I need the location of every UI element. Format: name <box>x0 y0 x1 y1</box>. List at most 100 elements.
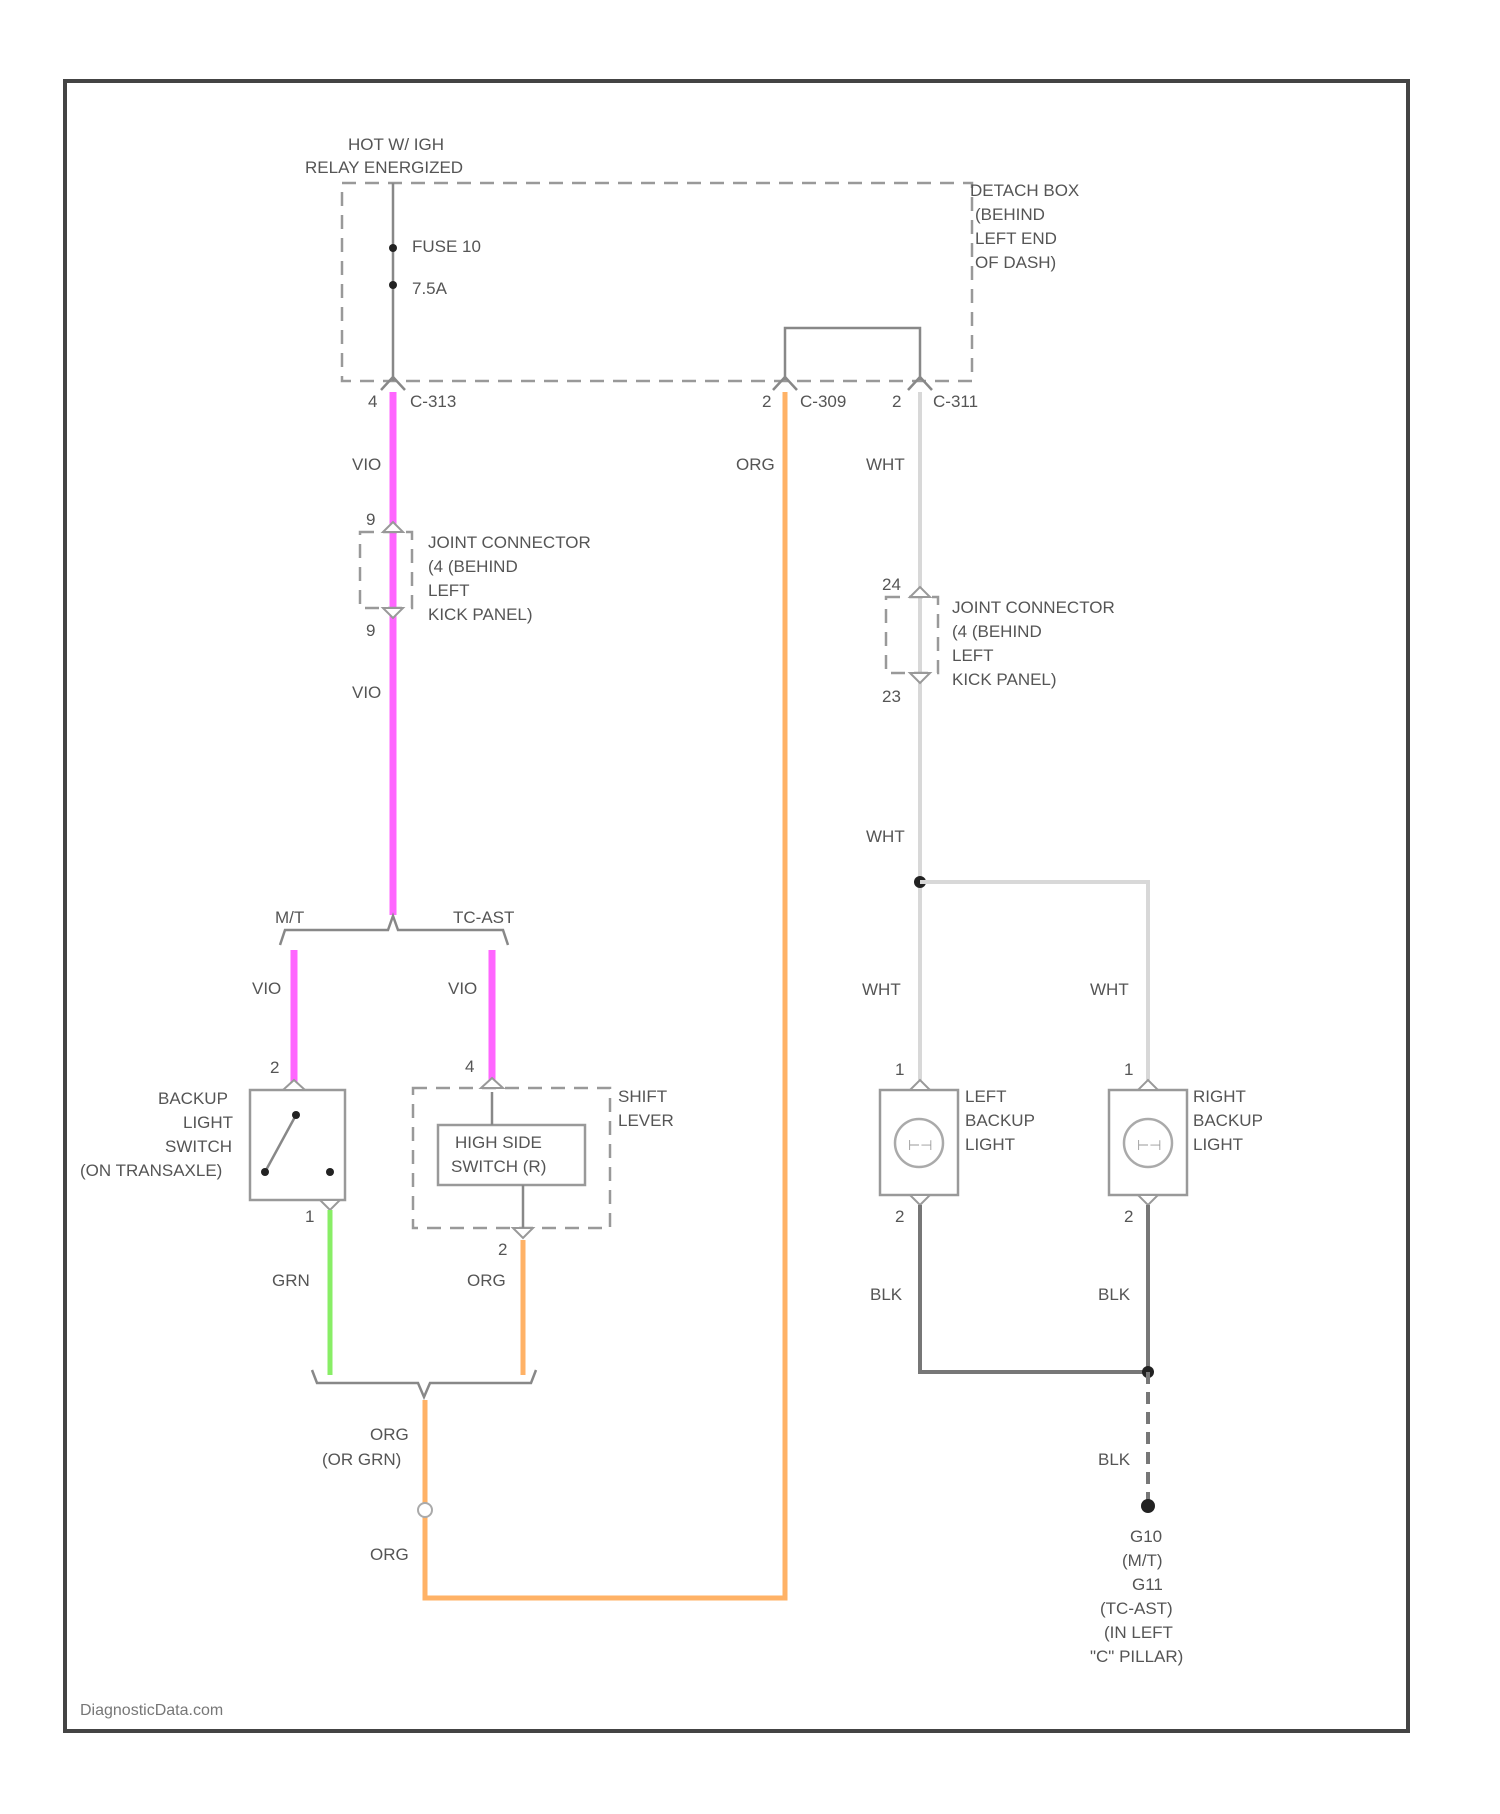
backup-light-switch-pivot <box>292 1111 300 1119</box>
left-backup-light-label-2: BACKUP <box>965 1111 1035 1130</box>
joint-connector-left-pin-top-label: 9 <box>366 510 375 529</box>
left-backup-light-filament-icon: ⊢⊣ <box>908 1137 932 1153</box>
right-backup-light-filament-icon: ⊢⊣ <box>1137 1137 1161 1153</box>
joint-connector-right-pin-top-label: 24 <box>882 575 901 594</box>
joint-connector-left-label-2: (4 (BEHIND <box>428 557 518 576</box>
shift-lever-pin-top <box>481 1078 503 1088</box>
shift-lever-pin-top-label: 4 <box>465 1057 474 1076</box>
wire-label-org-or-grn-2: (OR GRN) <box>322 1450 401 1469</box>
shift-lever-pin-bottom <box>513 1228 533 1238</box>
wire-label-vio-1: VIO <box>352 455 381 474</box>
joint-connector-left-outline <box>360 532 412 608</box>
right-backup-light-pin-bottom <box>1138 1195 1158 1205</box>
wire-label-vio-4: VIO <box>448 979 477 998</box>
ground-terminal <box>1141 1499 1155 1513</box>
detach-box-label-2: (BEHIND <box>975 205 1045 224</box>
connector-c313-pin: 4 <box>368 392 377 411</box>
wire-label-grn: GRN <box>272 1271 310 1290</box>
connector-c311-name: C-311 <box>933 392 978 411</box>
ground-label-2: (M/T) <box>1122 1551 1163 1570</box>
connector-c309-name: C-309 <box>800 392 846 411</box>
joint-connector-left-label-3: LEFT <box>428 581 470 600</box>
connector-c311-pin: 2 <box>892 392 901 411</box>
wire-label-org-or-grn-1: ORG <box>370 1425 409 1444</box>
right-backup-light-label-1: RIGHT <box>1193 1087 1246 1106</box>
inline-splice <box>418 1503 432 1517</box>
backup-light-switch-pin-top <box>283 1080 305 1090</box>
joint-connector-left-pin-top <box>383 522 403 532</box>
wire-label-wht-2: WHT <box>866 827 905 846</box>
joint-connector-left-label-4: KICK PANEL) <box>428 605 533 624</box>
detach-box-label-3: LEFT END <box>975 229 1057 248</box>
left-backup-light-pin-bottom-label: 2 <box>895 1207 904 1226</box>
joint-connector-right-label-4: KICK PANEL) <box>952 670 1057 689</box>
wire-label-vio-3: VIO <box>252 979 281 998</box>
high-side-switch-label-1: HIGH SIDE <box>455 1133 542 1152</box>
backup-light-switch-pin-bottom <box>320 1200 340 1210</box>
backup-light-switch-label-1: BACKUP <box>158 1089 228 1108</box>
power-source-line2: RELAY ENERGIZED <box>305 158 463 177</box>
connector-c313-name: C-313 <box>410 392 456 411</box>
wire-label-blk-2: BLK <box>1098 1285 1131 1304</box>
fuse-terminal-bottom <box>389 281 397 289</box>
right-backup-light-label-3: LIGHT <box>1193 1135 1243 1154</box>
wire-label-blk-1: BLK <box>870 1285 903 1304</box>
joint-connector-right-outline <box>886 597 938 673</box>
diagram-frame <box>65 81 1408 1731</box>
joint-connector-right-pin-top <box>910 587 930 597</box>
ground-label-6: "C" PILLAR) <box>1090 1647 1183 1666</box>
ground-label-4: (TC-AST) <box>1100 1599 1173 1618</box>
ground-label-5: (IN LEFT <box>1104 1623 1173 1642</box>
shift-lever-pin-bottom-label: 2 <box>498 1240 507 1259</box>
right-backup-light-pin-top-label: 1 <box>1124 1060 1133 1079</box>
joint-connector-left-pin-bottom-label: 9 <box>366 621 375 640</box>
joint-connector-right-label-3: LEFT <box>952 646 994 665</box>
wire-label-org-2: ORG <box>467 1271 506 1290</box>
high-side-switch-label-2: SWITCH (R) <box>451 1157 546 1176</box>
wire-label-wht-4: WHT <box>1090 980 1129 999</box>
ground-label-1: G10 <box>1130 1527 1162 1546</box>
joint-connector-right-label-1: JOINT CONNECTOR <box>952 598 1115 617</box>
backup-light-switch-label-4: (ON TRANSAXLE) <box>80 1161 222 1180</box>
right-backup-light-label-2: BACKUP <box>1193 1111 1263 1130</box>
left-backup-light-label-3: LIGHT <box>965 1135 1015 1154</box>
wire-label-org-3: ORG <box>370 1545 409 1564</box>
backup-light-switch-contact-point <box>326 1168 334 1176</box>
wire-label-blk-3: BLK <box>1098 1450 1131 1469</box>
left-backup-light-label-1: LEFT <box>965 1087 1007 1106</box>
merge-bracket <box>312 1370 536 1397</box>
power-source-line1: HOT W/ IGH <box>348 135 444 154</box>
wire-label-wht-1: WHT <box>866 455 905 474</box>
right-backup-light-pin-bottom-label: 2 <box>1124 1207 1133 1226</box>
fuse-rating: 7.5A <box>412 279 448 298</box>
connector-c309-pin: 2 <box>762 392 771 411</box>
wire-label-wht-3: WHT <box>862 980 901 999</box>
variant-tc-label: TC-AST <box>453 908 514 927</box>
left-backup-light-pin-bottom <box>910 1195 930 1205</box>
watermark: DiagnosticData.com <box>80 1702 223 1719</box>
detach-box-jumper <box>785 328 920 380</box>
variant-mt-label: M/T <box>275 908 304 927</box>
detach-box-label-4: OF DASH) <box>975 253 1056 272</box>
backup-light-switch-label-2: LIGHT <box>183 1113 233 1132</box>
joint-connector-right-label-2: (4 (BEHIND <box>952 622 1042 641</box>
fuse-terminal-top <box>389 244 397 252</box>
wire-label-org-1: ORG <box>736 455 775 474</box>
detach-box-label-1: DETACH BOX <box>970 181 1079 200</box>
backup-light-switch-blade-end <box>261 1168 269 1176</box>
right-backup-light-pin-top <box>1138 1080 1158 1090</box>
wire-label-vio-2: VIO <box>352 683 381 702</box>
backup-light-switch-box <box>250 1090 345 1200</box>
shift-lever-label-1: SHIFT <box>618 1087 667 1106</box>
backup-light-switch-label-3: SWITCH <box>165 1137 232 1156</box>
left-backup-light-pin-top <box>910 1080 930 1090</box>
joint-connector-right-pin-bottom <box>910 673 930 683</box>
joint-connector-right-pin-bottom-label: 23 <box>882 687 901 706</box>
joint-connector-left-label-1: JOINT CONNECTOR <box>428 533 591 552</box>
ground-label-3: G11 <box>1132 1575 1163 1594</box>
fuse-label: FUSE 10 <box>412 237 481 256</box>
left-backup-light-pin-top-label: 1 <box>895 1060 904 1079</box>
joint-connector-left-pin-bottom <box>383 608 403 618</box>
backup-light-switch-pin-bottom-label: 1 <box>305 1207 314 1226</box>
